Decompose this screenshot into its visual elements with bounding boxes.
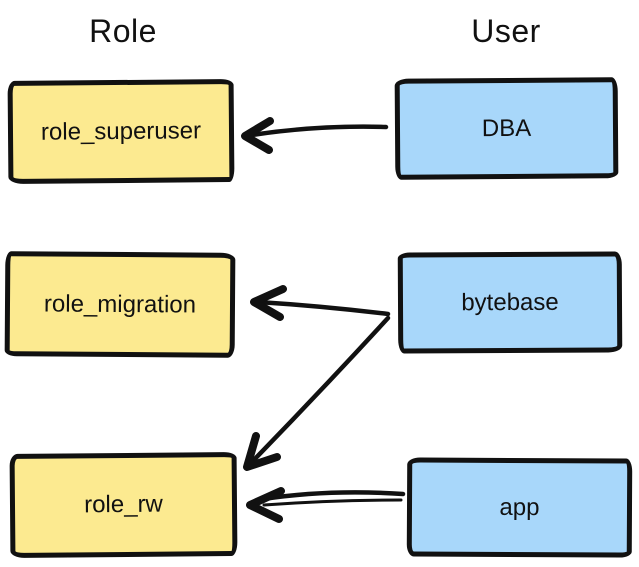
node-role-rw: role_rw [9, 452, 238, 558]
arrow-app-to-role-rw [246, 487, 406, 523]
node-role-superuser: role_superuser [7, 79, 235, 184]
node-dba-label: DBA [481, 114, 532, 142]
arrow-bytebase-to-role-migration [250, 285, 391, 321]
column-title-role: Role [89, 13, 157, 49]
node-role-rw-label: role_rw [84, 490, 163, 519]
node-app-label: app [499, 493, 540, 521]
column-title-user: User [471, 13, 541, 49]
node-app: app [406, 457, 633, 558]
node-dba: DBA [394, 77, 619, 180]
arrow-dba-to-role-superuser [241, 117, 389, 154]
node-bytebase-label: bytebase [461, 288, 559, 316]
node-bytebase: bytebase [397, 251, 623, 354]
node-role-migration: role_migration [4, 251, 236, 358]
node-role-superuser-label: role_superuser [40, 116, 202, 146]
arrow-bytebase-to-role-rw [243, 315, 391, 471]
node-role-migration-label: role_migration [43, 289, 197, 319]
